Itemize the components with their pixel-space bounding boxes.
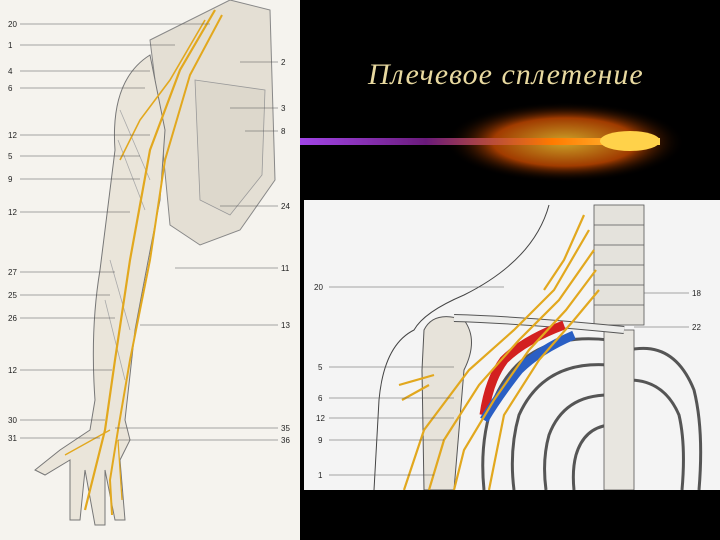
callout-label: 20 bbox=[314, 283, 323, 292]
plexus-thorax-illustration: 20 5 6 12 9 1 18 22 bbox=[304, 200, 720, 490]
callout-label: 1 bbox=[318, 471, 323, 480]
callout-label: 26 bbox=[8, 314, 17, 323]
callout-label: 5 bbox=[318, 363, 323, 372]
callout-label: 13 bbox=[281, 321, 290, 330]
callout-label: 12 bbox=[8, 131, 17, 140]
arm-plexus-illustration: 20 1 4 6 12 5 9 12 27 25 26 12 30 31 2 3… bbox=[0, 0, 300, 540]
callout-label: 12 bbox=[8, 366, 17, 375]
callout-label: 9 bbox=[318, 436, 323, 445]
callout-label: 12 bbox=[8, 208, 17, 217]
callout-label: 6 bbox=[8, 84, 13, 93]
arm-drawing: 20 1 4 6 12 5 9 12 27 25 26 12 30 31 2 3… bbox=[8, 0, 290, 526]
thorax-left-labels: 20 5 6 12 9 1 bbox=[314, 283, 325, 480]
callout-label: 36 bbox=[281, 436, 290, 445]
decorative-swoosh bbox=[300, 102, 685, 182]
thorax-drawing: 20 5 6 12 9 1 18 22 bbox=[314, 204, 703, 490]
callout-label: 18 bbox=[692, 289, 701, 298]
callout-label: 24 bbox=[281, 202, 290, 211]
callout-label: 20 bbox=[8, 20, 17, 29]
thorax-right-labels: 18 22 bbox=[692, 289, 701, 332]
callout-label: 30 bbox=[8, 416, 17, 425]
callout-label: 35 bbox=[281, 424, 290, 433]
callout-label: 11 bbox=[281, 264, 290, 273]
callout-label: 27 bbox=[8, 268, 17, 277]
left-callout-labels: 20 1 4 6 12 5 9 12 27 25 26 12 30 31 bbox=[8, 20, 17, 443]
callout-label: 6 bbox=[318, 394, 323, 403]
callout-label: 25 bbox=[8, 291, 17, 300]
callout-label: 9 bbox=[8, 175, 13, 184]
right-callout-labels: 2 3 8 24 11 13 35 36 bbox=[281, 58, 290, 445]
callout-label: 3 bbox=[281, 104, 286, 113]
callout-label: 2 bbox=[281, 58, 286, 67]
slide-title: Плечевое сплетение bbox=[368, 58, 644, 91]
callout-label: 1 bbox=[8, 41, 13, 50]
callout-label: 4 bbox=[8, 67, 13, 76]
callout-label: 22 bbox=[692, 323, 701, 332]
callout-label: 31 bbox=[8, 434, 17, 443]
callout-label: 5 bbox=[8, 152, 13, 161]
callout-label: 12 bbox=[316, 414, 325, 423]
callout-label: 8 bbox=[281, 127, 286, 136]
